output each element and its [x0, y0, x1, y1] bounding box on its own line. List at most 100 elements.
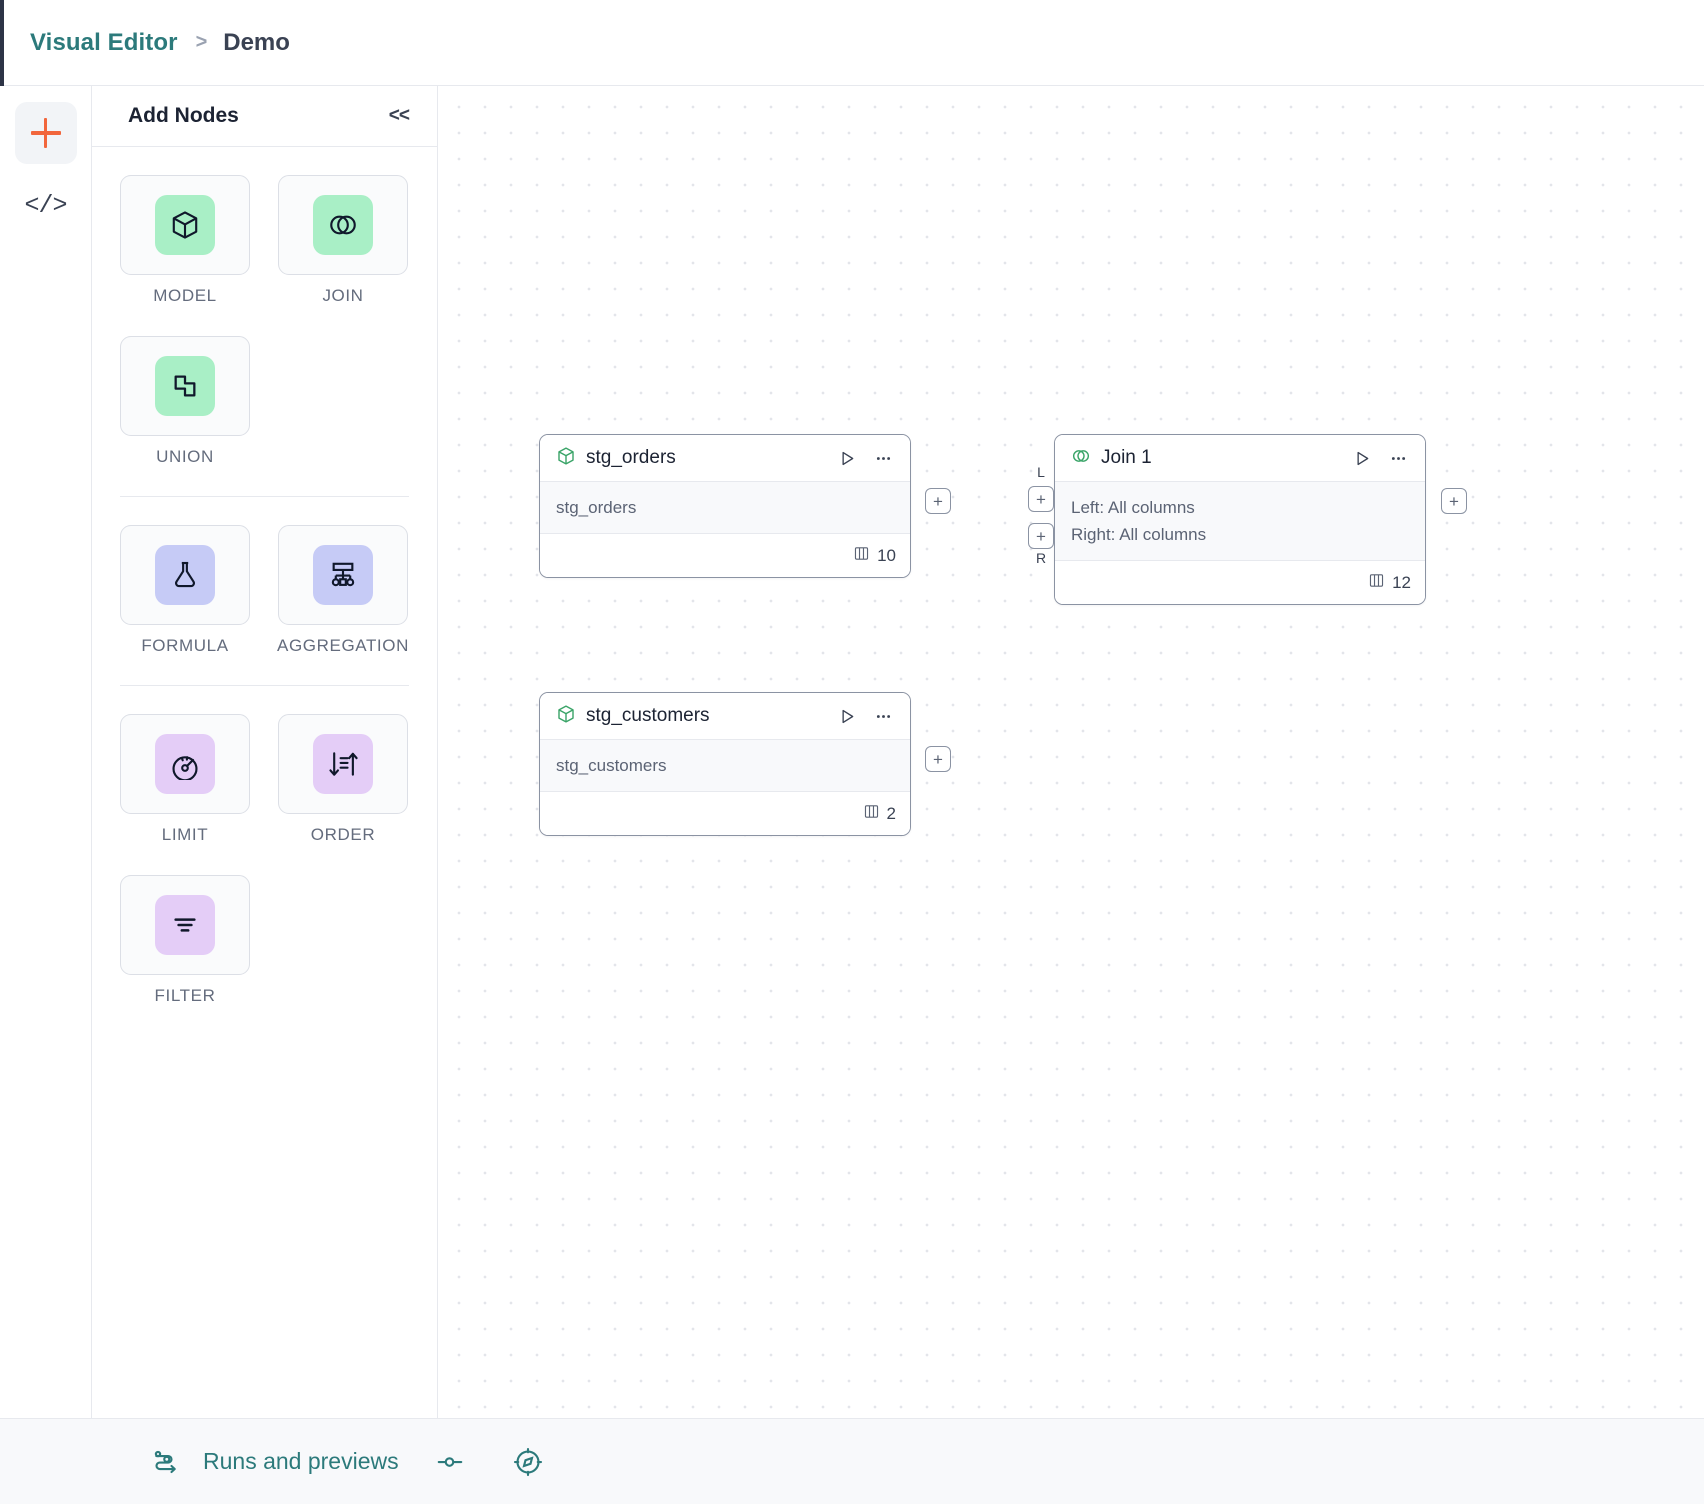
- code-icon: </>: [24, 190, 67, 220]
- input-label-right: R: [1035, 550, 1047, 566]
- node-row: stg_customers: [556, 756, 667, 775]
- flow-node-stg-customers[interactable]: stg_customers stg_customers 2: [539, 692, 911, 837]
- output-handle-stg-orders[interactable]: +: [925, 488, 951, 514]
- node-row: Right: All columns: [1071, 525, 1207, 545]
- cube-icon: [556, 446, 576, 471]
- input-label-left: L: [1037, 464, 1045, 480]
- palette-label-limit: LIMIT: [161, 825, 209, 844]
- palette-label-filter: FILTER: [154, 986, 216, 1005]
- breadcrumb-separator-icon: >: [195, 31, 208, 53]
- add-nodes-header: Add Nodes <<: [92, 86, 437, 147]
- breadcrumb-bar: Visual Editor > Demo: [0, 0, 1704, 86]
- slider-icon[interactable]: [435, 1447, 465, 1477]
- union-shapes-icon: [155, 356, 215, 416]
- palette-label-join: JOIN: [322, 286, 364, 305]
- node-menu-icon[interactable]: [870, 703, 896, 729]
- node-header: stg_customers: [540, 693, 910, 740]
- node-header: stg_orders: [540, 435, 910, 482]
- palette-item-model[interactable]: MODEL: [120, 175, 250, 306]
- node-title: stg_orders: [586, 447, 676, 468]
- node-footer: 2: [540, 792, 910, 836]
- node-title: stg_customers: [586, 705, 710, 726]
- venn-icon: [313, 195, 373, 255]
- input-handle-right[interactable]: +: [1028, 523, 1054, 549]
- output-handle-stg-customers[interactable]: +: [925, 746, 951, 772]
- palette-item-limit[interactable]: LIMIT: [120, 714, 250, 845]
- run-node-icon[interactable]: [1349, 445, 1375, 471]
- column-count: 2: [886, 803, 896, 823]
- palette-tile-model[interactable]: [120, 175, 250, 275]
- flask-icon: [155, 545, 215, 605]
- cube-icon: [155, 195, 215, 255]
- bottom-status-bar: Runs and previews: [0, 1418, 1704, 1504]
- columns-icon: [1368, 572, 1385, 594]
- output-handle-join-1[interactable]: +: [1441, 488, 1467, 514]
- run-node-icon[interactable]: [834, 445, 860, 471]
- palette-item-filter[interactable]: FILTER: [120, 875, 250, 1006]
- column-count: 10: [877, 545, 896, 565]
- palette-label-union: UNION: [156, 447, 214, 466]
- palette-tile-limit[interactable]: [120, 714, 250, 814]
- node-group-transforms: FORMULA: [120, 525, 409, 656]
- runs-and-previews-label[interactable]: Runs and previews: [203, 1448, 399, 1474]
- palette-tile-union[interactable]: [120, 336, 250, 436]
- pipeline-icon[interactable]: [151, 1447, 181, 1477]
- run-node-icon[interactable]: [834, 703, 860, 729]
- plus-icon: [30, 118, 61, 148]
- breadcrumb-root[interactable]: Visual Editor: [30, 28, 178, 56]
- flow-node-join-1[interactable]: Join 1 Left: All columns Right: All colu…: [1054, 434, 1426, 606]
- flow-canvas[interactable]: stg_orders stg_orders 10: [438, 86, 1704, 1418]
- add-nodes-panel: Add Nodes <<: [92, 86, 438, 1418]
- node-header: Join 1: [1055, 435, 1425, 482]
- input-handle-left[interactable]: +: [1028, 486, 1054, 512]
- palette-label-order: ORDER: [310, 825, 376, 844]
- node-body: Left: All columns Right: All columns: [1055, 482, 1425, 562]
- window-edge-accent: [0, 0, 4, 86]
- palette-item-join[interactable]: JOIN: [278, 175, 408, 306]
- node-menu-icon[interactable]: [870, 445, 896, 471]
- node-row: stg_orders: [556, 498, 637, 517]
- palette-item-formula[interactable]: FORMULA: [120, 525, 250, 656]
- node-row: Left: All columns: [1071, 498, 1195, 517]
- palette-label-model: MODEL: [153, 286, 217, 305]
- breadcrumb-leaf[interactable]: Demo: [223, 28, 290, 56]
- left-icon-rail: </>: [0, 86, 92, 1418]
- palette-item-aggregation[interactable]: AGGREGATION: [277, 525, 408, 656]
- flow-node-stg-orders[interactable]: stg_orders stg_orders 10: [539, 434, 911, 579]
- code-view-button[interactable]: </>: [15, 174, 77, 236]
- node-group-sources: MODEL JOIN: [120, 175, 409, 467]
- palette-tile-formula[interactable]: [120, 525, 250, 625]
- node-body: stg_orders: [540, 482, 910, 535]
- gauge-icon: [155, 734, 215, 794]
- node-group-refine: LIMIT: [120, 714, 409, 1006]
- palette-tile-filter[interactable]: [120, 875, 250, 975]
- compass-icon[interactable]: [513, 1447, 543, 1477]
- venn-icon: [1071, 446, 1091, 471]
- sort-icon: [313, 734, 373, 794]
- column-count: 12: [1392, 572, 1411, 592]
- hierarchy-icon: [313, 545, 373, 605]
- panel-divider-2: [120, 685, 409, 686]
- palette-item-union[interactable]: UNION: [120, 336, 250, 467]
- editor-body: </> Add Nodes <<: [0, 86, 1704, 1418]
- palette-tile-order[interactable]: [278, 714, 408, 814]
- node-title: Join 1: [1101, 447, 1152, 468]
- panel-title: Add Nodes: [128, 104, 239, 127]
- node-footer: 10: [540, 534, 910, 578]
- palette-label-formula: FORMULA: [141, 636, 229, 655]
- columns-icon: [863, 803, 880, 825]
- panel-divider-1: [120, 496, 409, 497]
- columns-icon: [853, 545, 870, 567]
- node-body: stg_customers: [540, 740, 910, 793]
- node-footer: 12: [1055, 561, 1425, 605]
- edge-layer: [438, 86, 738, 236]
- filter-lines-icon: [155, 895, 215, 955]
- palette-tile-aggregation[interactable]: [278, 525, 408, 625]
- node-menu-icon[interactable]: [1385, 445, 1411, 471]
- collapse-panel-icon[interactable]: <<: [388, 105, 410, 126]
- palette-tile-join[interactable]: [278, 175, 408, 275]
- add-nodes-list: MODEL JOIN: [92, 147, 437, 1418]
- palette-item-order[interactable]: ORDER: [278, 714, 408, 845]
- add-node-button[interactable]: [14, 102, 77, 164]
